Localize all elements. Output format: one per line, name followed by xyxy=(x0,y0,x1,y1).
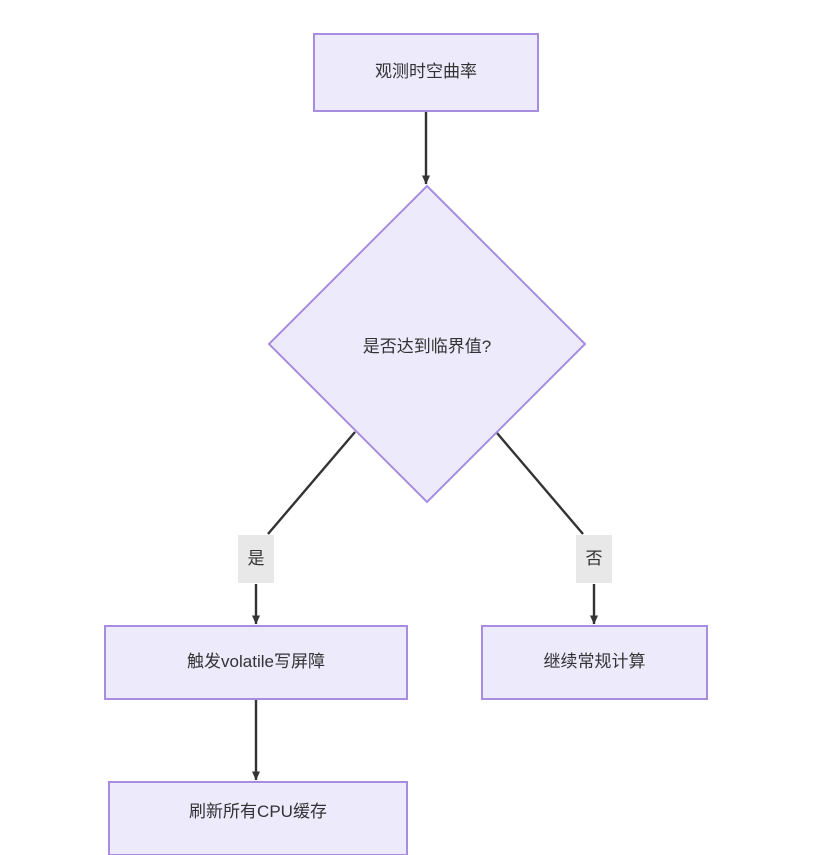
node-flush[interactable]: 刷新所有CPU缓存 xyxy=(108,781,408,855)
edge-label-yes-text: 是 xyxy=(247,548,265,568)
edge-label-no-text: 否 xyxy=(585,548,603,568)
node-normal[interactable]: 继续常规计算 xyxy=(481,625,708,700)
node-observe-label: 观测时空曲率 xyxy=(375,62,477,82)
node-flush-label: 刷新所有CPU缓存 xyxy=(189,802,327,822)
edge-decision-to-barrier-upper xyxy=(267,431,356,535)
edge-label-yes: 是 xyxy=(238,535,274,583)
node-barrier-label: 触发volatile写屏障 xyxy=(187,652,325,672)
edge-decision-to-normal-upper xyxy=(496,432,584,535)
node-barrier[interactable]: 触发volatile写屏障 xyxy=(104,625,408,700)
node-normal-label: 继续常规计算 xyxy=(543,652,646,672)
node-observe[interactable]: 观测时空曲率 xyxy=(313,33,539,112)
edge-label-no: 否 xyxy=(576,535,612,583)
